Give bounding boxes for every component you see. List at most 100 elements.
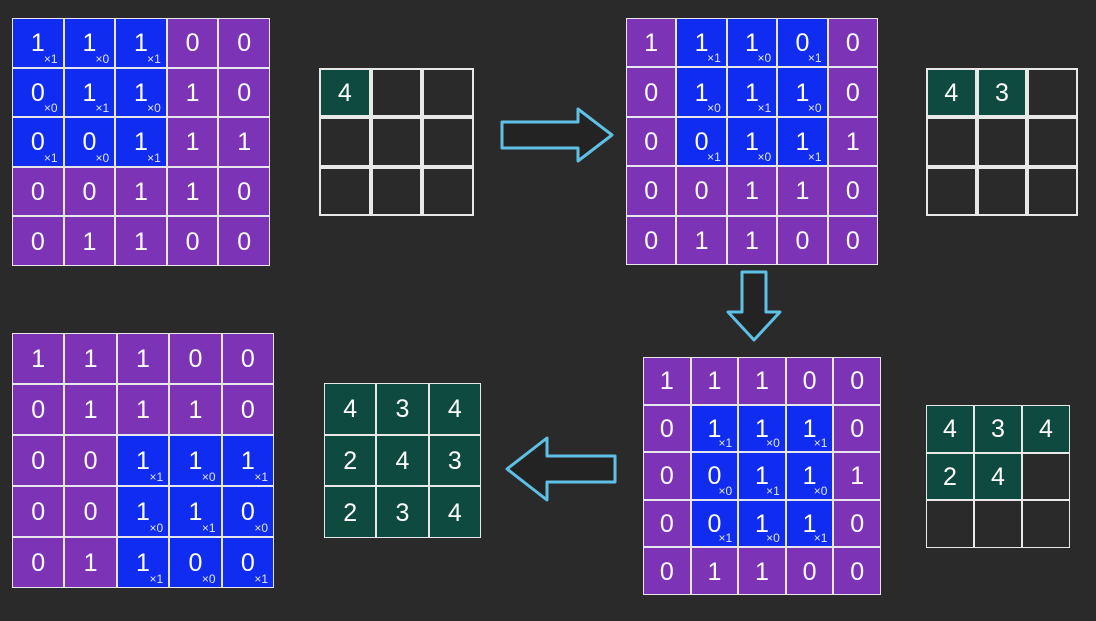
input-cell: 1	[777, 166, 828, 216]
input-cell: 0	[63, 166, 116, 217]
input-cell: 0	[12, 537, 65, 588]
output-cell-empty	[1027, 68, 1078, 118]
cell-value: 1	[134, 227, 148, 256]
output-cell-filled: 3	[376, 486, 429, 538]
kernel-weight: ×1	[149, 572, 164, 586]
kernel-cell: 0×1	[690, 499, 739, 548]
output-value: 4	[395, 446, 410, 475]
input-cell: 1	[166, 67, 219, 118]
cell-value: 0	[31, 447, 46, 475]
cell-value: 0	[188, 549, 203, 577]
output-cell-empty	[1027, 166, 1078, 216]
cell-value: 1	[188, 396, 203, 424]
cell-value: 1	[136, 549, 150, 577]
input-cell: 1	[64, 384, 117, 435]
output-cell-filled: 4	[926, 68, 977, 118]
input-cell: 0	[64, 435, 117, 486]
input-cell: 1	[115, 166, 167, 217]
kernel-weight: ×0	[707, 100, 721, 115]
input-cell: 1	[12, 333, 65, 384]
output-cell-empty	[319, 117, 371, 167]
input-cell: 0	[221, 384, 274, 435]
kernel-weight: ×0	[813, 483, 828, 498]
cell-value: 1	[136, 396, 150, 424]
kernel-cell: 0×0	[221, 486, 274, 537]
output-cell-filled: 2	[324, 434, 377, 487]
kernel-weight: ×1	[707, 150, 721, 165]
kernel-cell: 0×0	[12, 67, 64, 118]
input-cell: 1	[64, 537, 117, 588]
cell-value: 1	[136, 345, 150, 373]
input-cell: 1	[726, 215, 778, 265]
output-value: 2	[943, 462, 957, 491]
cell-value: 0	[185, 29, 200, 58]
cell-value: 1	[185, 78, 200, 107]
input-cell: 1	[738, 357, 786, 405]
kernel-weight: ×0	[757, 150, 772, 165]
cell-value: 1	[755, 510, 769, 539]
input-cell: 1	[690, 547, 739, 595]
cell-value: 1	[845, 127, 860, 156]
output-cell-filled: 4	[428, 486, 481, 538]
cell-value: 1	[755, 367, 769, 396]
kernel-weight: ×0	[718, 483, 733, 498]
kernel-cell: 1×0	[63, 18, 116, 68]
kernel-cell: 1×1	[785, 499, 834, 548]
input-cell: 0	[64, 486, 117, 537]
input-cell: 1	[690, 357, 739, 405]
kernel-weight: ×1	[147, 150, 161, 165]
cell-value: 0	[795, 29, 810, 58]
cell-value: 0	[694, 127, 709, 156]
kernel-cell: 1×1	[785, 404, 834, 453]
output-value: 3	[991, 415, 1005, 444]
cell-value: 0	[237, 227, 252, 256]
cell-value: 1	[82, 29, 97, 58]
output-cell-empty	[1022, 452, 1070, 501]
input-cell: 1	[166, 166, 219, 217]
cell-value: 0	[850, 367, 865, 396]
cell-value: 1	[694, 29, 709, 58]
kernel-cell: 1×0	[785, 452, 834, 500]
kernel-weight: ×0	[201, 470, 216, 484]
cell-value: 1	[745, 177, 759, 206]
input-cell: 0	[626, 166, 677, 216]
output-value: 2	[343, 498, 358, 527]
input-cell: 0	[166, 18, 219, 68]
input-cell: 0	[833, 547, 881, 595]
cell-value: 0	[659, 462, 674, 491]
kernel-weight: ×1	[147, 51, 161, 66]
input-cell: 0	[221, 333, 274, 384]
cell-value: 0	[31, 498, 46, 526]
kernel-cell: 1×1	[116, 435, 170, 486]
input-cell: 1	[218, 117, 270, 167]
cell-value: 0	[850, 510, 865, 539]
cell-value: 1	[802, 462, 817, 491]
kernel-cell: 1×0	[738, 499, 786, 548]
kernel-weight: ×1	[813, 436, 828, 451]
output-cell-filled: 4	[376, 434, 429, 487]
kernel-cell: 0×0	[690, 452, 739, 500]
cell-value: 1	[694, 226, 709, 255]
input-cell: 0	[833, 404, 881, 453]
output-value: 4	[1039, 415, 1053, 444]
input-cell: 0	[785, 357, 834, 405]
kernel-weight: ×1	[149, 470, 164, 484]
kernel-cell: 0×1	[12, 117, 64, 167]
output-cell-filled: 3	[428, 434, 481, 487]
cell-value: 0	[845, 29, 860, 58]
right-arrow-icon	[500, 107, 614, 163]
output-cell-empty	[370, 117, 423, 167]
input-cell: 0	[169, 333, 222, 384]
cell-value: 0	[188, 345, 203, 373]
cell-value: 1	[707, 367, 722, 396]
cell-value: 1	[188, 447, 203, 475]
input-cell: 0	[827, 67, 878, 117]
kernel-cell: 1×0	[676, 67, 727, 117]
output-cell-filled: 3	[976, 68, 1028, 118]
input-cell: 0	[643, 404, 691, 453]
output-cell-empty	[926, 117, 977, 167]
cell-value: 1	[185, 128, 200, 157]
